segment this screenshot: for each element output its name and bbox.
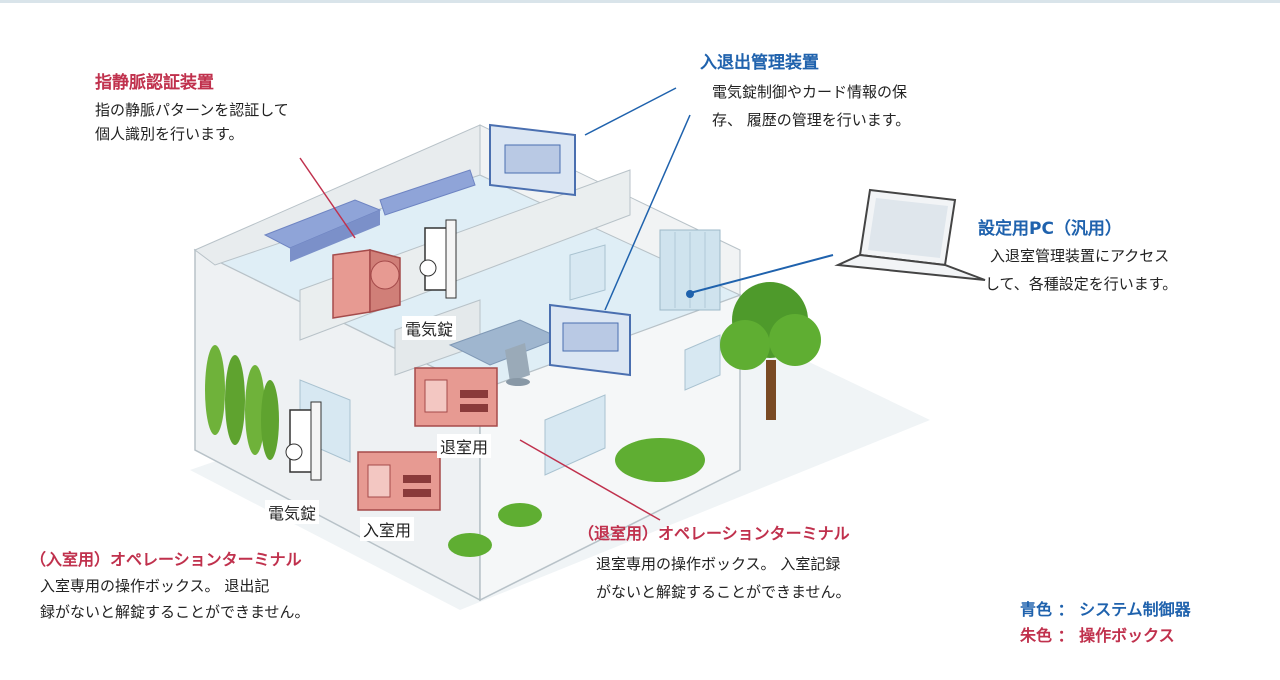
leader-controller-1 xyxy=(584,87,677,136)
exit-terminal-desc-line1: 退室専用の操作ボックス。 入室記録 xyxy=(596,555,841,573)
laptop-pc xyxy=(834,188,986,281)
pc-desc-line1: 入退室管理装置にアクセス xyxy=(990,247,1170,265)
lock-lower-label: 電気錠 xyxy=(265,500,320,524)
leader-controller-2 xyxy=(604,114,691,311)
cypress-trees xyxy=(205,345,279,460)
vein-desc-line2: 個人識別を行います。 xyxy=(95,125,244,143)
exit-terminal-desc-line2: がないと解錠することができません。 xyxy=(596,583,851,601)
entry-terminal-desc-line2: 録がないと解錠することができません。 xyxy=(40,603,310,621)
exit-terminal-device xyxy=(414,367,498,427)
controller-desc-line2: 存、 履歴の管理を行います。 xyxy=(712,111,911,129)
tree xyxy=(720,282,821,420)
entry-box-label: 入室用 xyxy=(360,517,415,541)
window xyxy=(684,334,721,391)
legend-red: 朱色 ： 操作ボックス xyxy=(1020,626,1175,645)
leader-pc-dot xyxy=(686,290,694,298)
leader-exit xyxy=(519,439,661,521)
entry-terminal-device xyxy=(357,451,441,511)
exit-box-label: 退室用 xyxy=(437,434,492,458)
shrubs xyxy=(448,438,705,557)
controller-title: 入退出管理装置 xyxy=(700,53,819,73)
pc-title: 設定用PC（汎用） xyxy=(978,219,1122,239)
legend-blue: 青色 ： システム制御器 xyxy=(1020,600,1191,619)
controller-lower xyxy=(549,303,631,377)
door xyxy=(569,244,606,301)
server-rack xyxy=(290,210,380,262)
vein-authenticator xyxy=(332,249,401,319)
leader-pc xyxy=(689,254,834,294)
controller-upper xyxy=(489,123,576,197)
entry-terminal-desc-line1: 入室専用の操作ボックス。 退出記 xyxy=(40,577,270,595)
exit-terminal-title: （退室用）オペレーションターミナル xyxy=(578,524,850,543)
top-border xyxy=(0,0,1280,3)
entry-terminal-title: （入室用）オペレーションターミナル xyxy=(30,550,302,569)
window xyxy=(544,394,606,476)
vein-title: 指静脈認証装置 xyxy=(95,73,214,93)
lock-upper-label: 電気錠 xyxy=(402,316,457,340)
chair xyxy=(505,343,530,382)
controller-desc-line1: 電気錠制御やカード情報の保 xyxy=(712,83,908,101)
vein-desc-line1: 指の静脈パターンを認証して xyxy=(95,101,289,119)
pc-desc-line2: して、各種設定を行います。 xyxy=(985,275,1178,293)
electric-lock-lower xyxy=(285,401,322,481)
server-rack xyxy=(379,169,476,216)
chair-base xyxy=(506,378,530,386)
leader-vein xyxy=(299,157,356,239)
electric-lock-upper xyxy=(419,219,457,299)
